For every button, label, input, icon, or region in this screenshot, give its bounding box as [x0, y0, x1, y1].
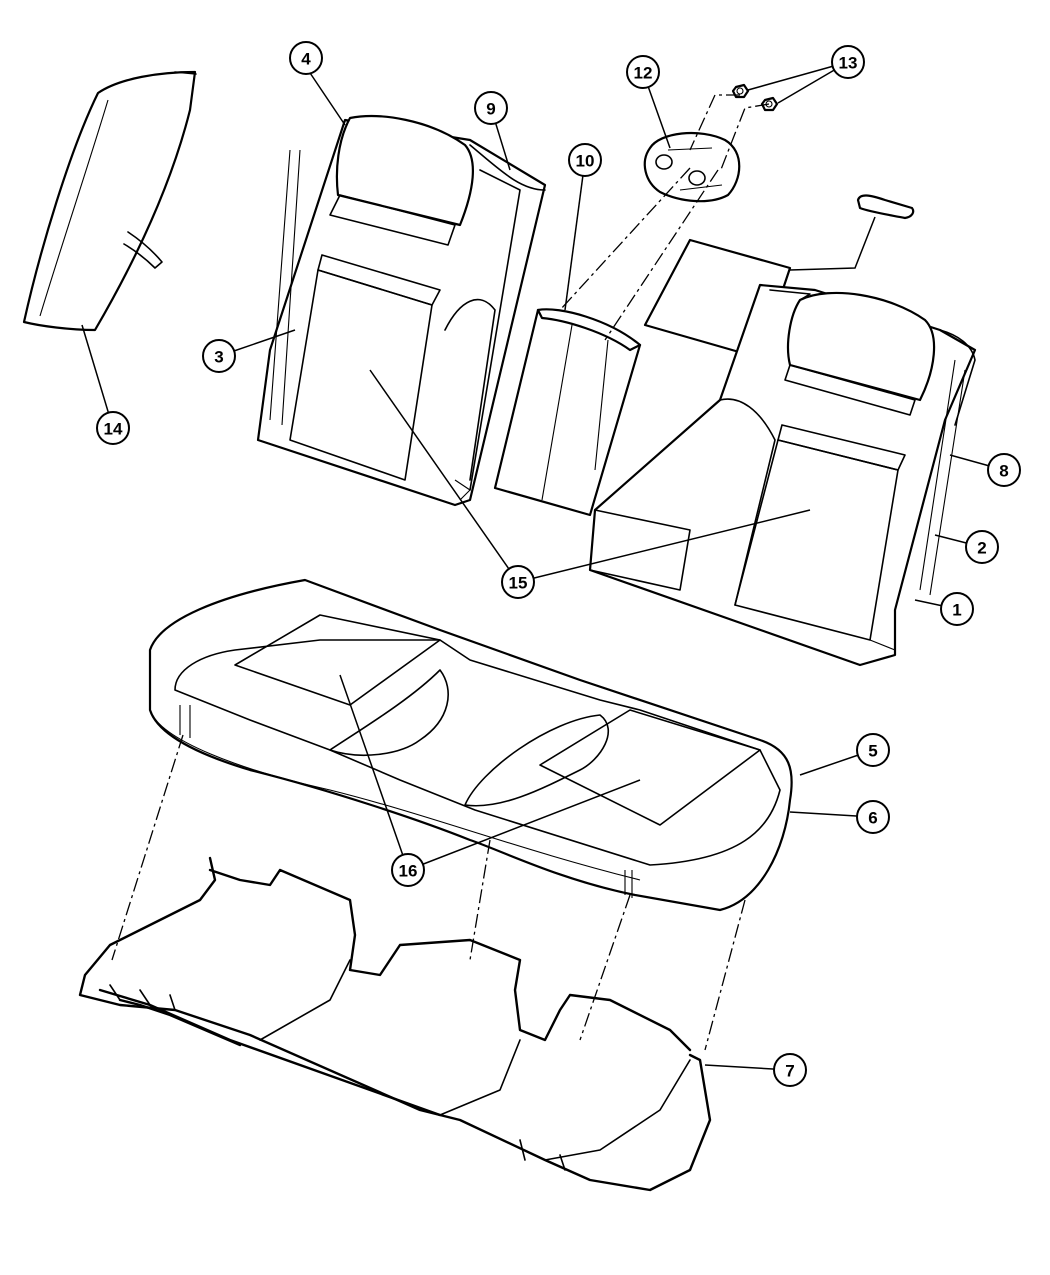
callout-14-label: 14 — [104, 420, 123, 439]
seat-cushion — [148, 578, 793, 912]
callout-6-label: 6 — [868, 809, 877, 828]
callout-2-label: 2 — [977, 539, 986, 558]
callout-9: 9 — [474, 91, 508, 125]
callout-5-label: 5 — [868, 742, 877, 761]
center-armrest-part-10 — [493, 308, 642, 517]
callout-8-label: 8 — [999, 462, 1008, 481]
callout-13: 13 — [831, 45, 865, 79]
callout-9-label: 9 — [486, 100, 495, 119]
callout-14: 14 — [96, 411, 130, 445]
callout-5: 5 — [856, 733, 890, 767]
callout-7: 7 — [773, 1053, 807, 1087]
callout-3: 3 — [202, 339, 236, 373]
callout-10-label: 10 — [576, 152, 595, 171]
callout-13-label: 13 — [839, 54, 858, 73]
callout-15: 15 — [501, 565, 535, 599]
latch-cover — [856, 194, 915, 220]
callout-4: 4 — [289, 41, 323, 75]
callout-12-label: 12 — [634, 64, 653, 83]
callout-10: 10 — [568, 143, 602, 177]
assembly-lines — [111, 94, 770, 1051]
right-seatback — [588, 238, 977, 667]
armrest-part-14 — [22, 70, 197, 332]
nuts-part-13 — [731, 83, 779, 112]
callout-2: 2 — [965, 530, 999, 564]
callout-4-label: 4 — [301, 50, 311, 69]
callout-1: 1 — [940, 592, 974, 626]
callout-8: 8 — [987, 453, 1021, 487]
cushion-frame-part-7 — [78, 856, 712, 1192]
callout-3-label: 3 — [214, 348, 223, 367]
callout-7-label: 7 — [785, 1062, 794, 1081]
callout-15-label: 15 — [509, 574, 528, 593]
callout-1-label: 1 — [952, 601, 961, 620]
callout-16: 16 — [391, 853, 425, 887]
callout-16-label: 16 — [399, 862, 418, 881]
left-seatback — [256, 115, 547, 507]
cupholder-part-12 — [643, 131, 741, 203]
callout-12: 12 — [626, 55, 660, 89]
callout-6: 6 — [856, 800, 890, 834]
